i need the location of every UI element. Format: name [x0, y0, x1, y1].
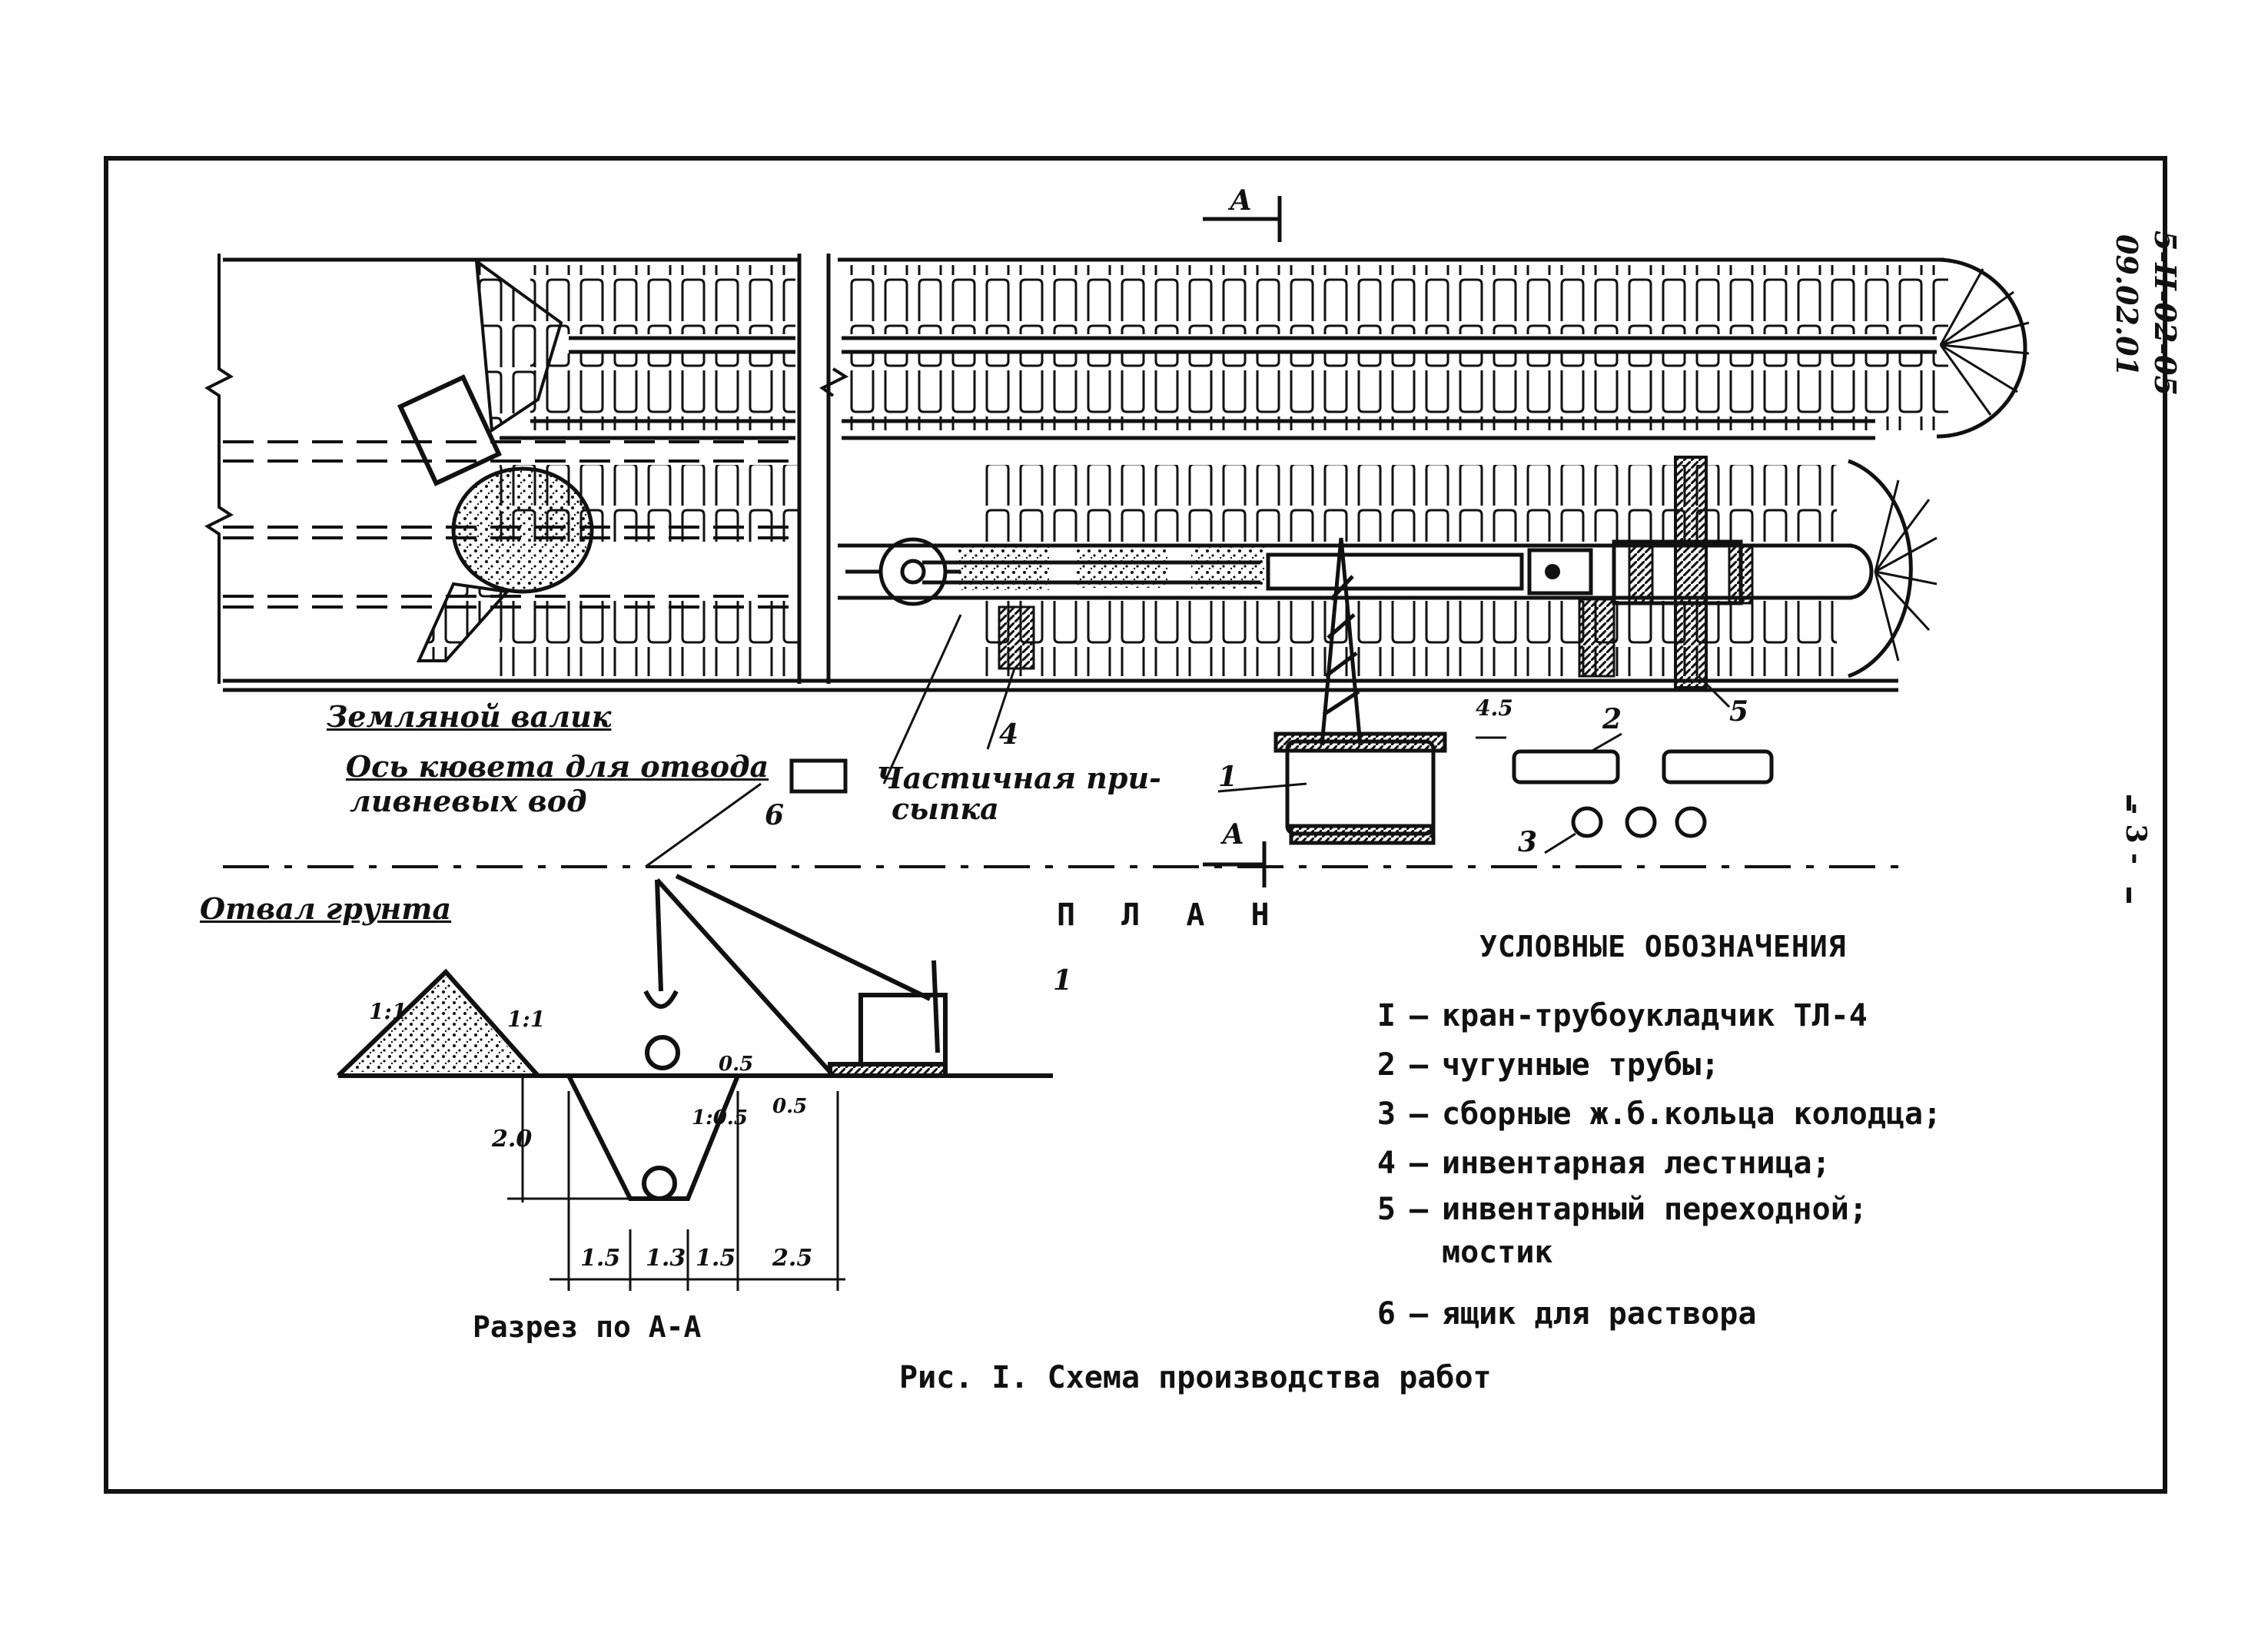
drawing-frame	[104, 156, 2167, 1494]
callout-1-plan: 1	[1218, 761, 1238, 793]
slope-left: 1:1	[369, 999, 407, 1024]
section-dim-2: 1.3	[646, 1245, 686, 1272]
callout-3: 3	[1518, 826, 1538, 858]
section-dim-1: 1.5	[580, 1245, 621, 1272]
label-earth-berm: Земляной валик	[327, 699, 612, 734]
document-code: 5-II-02-05	[2148, 231, 2183, 396]
page-number: - 3 -	[2120, 803, 2152, 864]
legend-item: 4–инвентарная лестница;	[1376, 1146, 1831, 1181]
slope-trench: 1:0.5	[692, 1106, 748, 1130]
plan-title: П Л А Н	[1057, 897, 1283, 933]
label-partial-backfill-2: сыпка	[892, 791, 999, 826]
offset-dim: 0.5	[772, 1095, 808, 1118]
label-partial-backfill-1: Частичная при-	[876, 761, 1161, 795]
callout-2: 2	[1602, 703, 1622, 735]
document-date: 09.02.01	[2110, 234, 2144, 377]
label-soil-dump: Отвал грунта	[200, 891, 452, 926]
section-label: Разрез по А-А	[473, 1310, 702, 1344]
legend-item: 3–сборные ж.б.кольца колодца;	[1376, 1096, 1942, 1132]
section-marker-bottom: А	[1222, 818, 1245, 851]
label-ditch-axis-1: Ось кювета для отвода	[346, 749, 769, 784]
legend-item: I–кран-трубоукладчик ТЛ-4	[1376, 998, 1868, 1033]
section-dim-4: 2.5	[772, 1245, 813, 1272]
section-marker-top: А	[1230, 184, 1253, 217]
legend-title: УСЛОВНЫЕ ОБОЗНАЧЕНИЯ	[1479, 930, 1847, 964]
legend-item: 2–чугунные трубы;	[1376, 1047, 1720, 1083]
section-dim-3: 1.5	[696, 1245, 736, 1272]
berm-height: 0.5	[719, 1053, 754, 1076]
legend-list: I–кран-трубоукладчик ТЛ-4 2–чугунные тру…	[1353, 991, 2090, 1339]
dimension-4-5: 4.5	[1476, 695, 1513, 721]
legend-item: 6–ящик для раствора	[1376, 1296, 1757, 1332]
legend-item: 5–инвентарный переходной; мостик	[1376, 1192, 1868, 1270]
callout-6: 6	[765, 799, 785, 831]
slope-right: 1:1	[507, 1007, 546, 1032]
callout-1-section: 1	[1053, 964, 1073, 997]
section-depth: 2.0	[492, 1126, 533, 1153]
callout-4: 4	[999, 718, 1019, 751]
label-ditch-axis-2: ливневых вод	[350, 784, 587, 818]
callout-5: 5	[1729, 695, 1749, 728]
figure-caption: Рис. I. Схема производства работ	[899, 1360, 1492, 1395]
